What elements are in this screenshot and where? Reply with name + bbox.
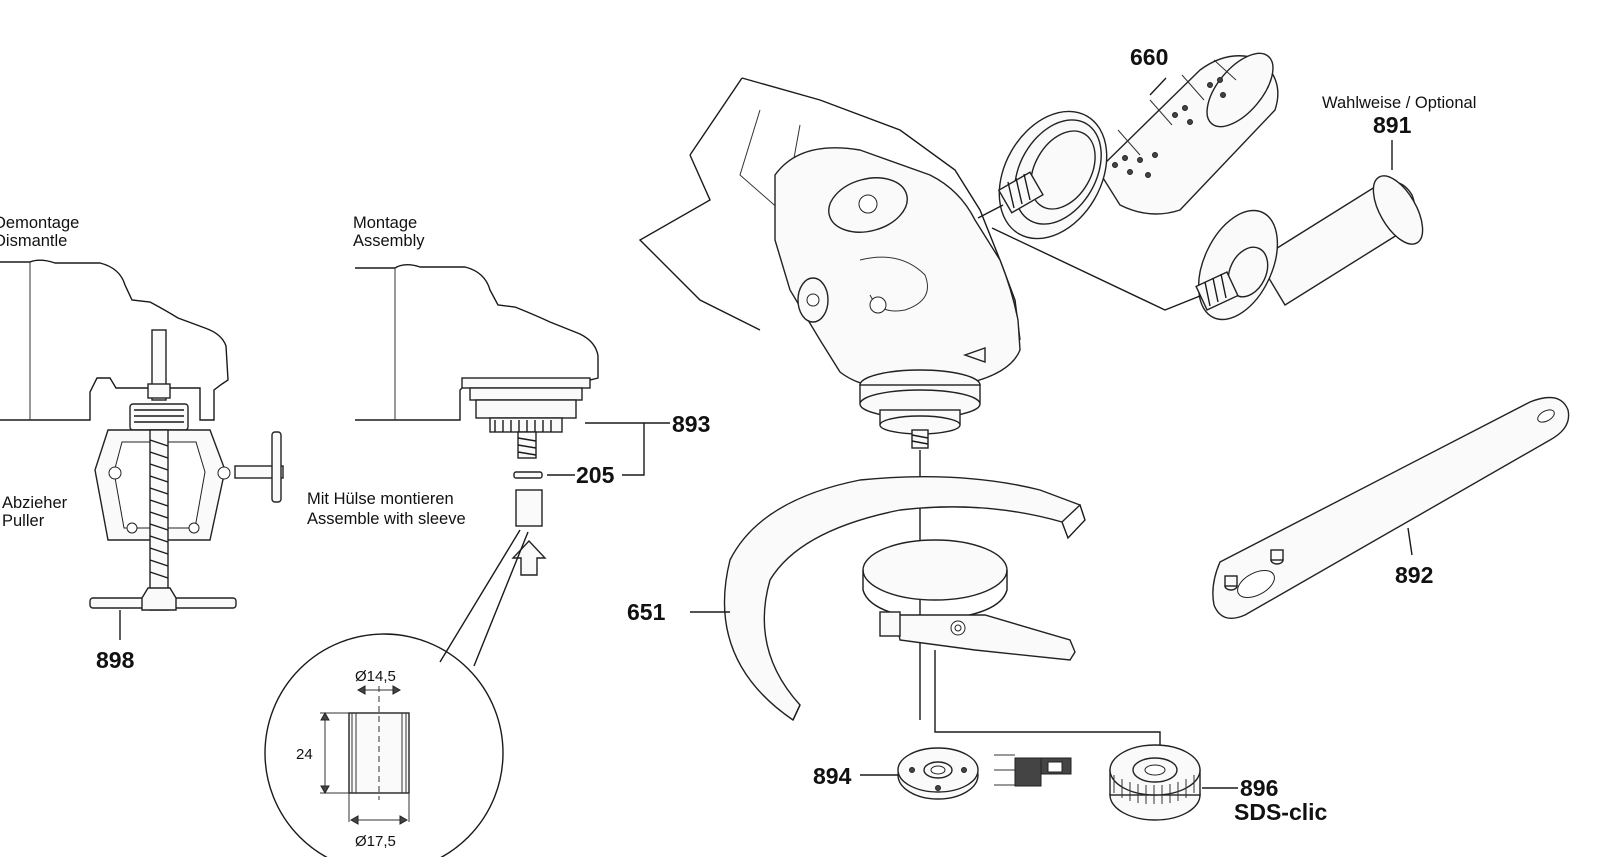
length-label: 24 <box>296 746 313 763</box>
dismantle-label-de: Demontage <box>0 214 79 232</box>
part-number-894: 894 <box>813 763 852 789</box>
part-number-205: 205 <box>576 462 615 488</box>
puller-label-en: Puller <box>2 512 45 530</box>
spanner-892 <box>1212 396 1570 619</box>
guard-651 <box>690 475 1086 722</box>
sds-clic-label: SDS-clic <box>1234 799 1328 825</box>
assembly-label-de: Montage <box>353 214 417 232</box>
assembly-illustration <box>355 264 670 667</box>
sleeve-detail-circle <box>264 633 504 857</box>
part-number-660: 660 <box>1130 44 1168 70</box>
puller-label-de: Abzieher <box>2 494 68 512</box>
part-number-893: 893 <box>672 411 710 437</box>
handle-mount-leader <box>977 204 1201 311</box>
outer-diameter-label: Ø17,5 <box>355 833 396 850</box>
part-number-892: 892 <box>1395 562 1433 588</box>
auxiliary-handle-660 <box>997 52 1279 240</box>
part-number-896: 896 <box>1240 775 1278 801</box>
inner-diameter-label: Ø14,5 <box>355 668 396 685</box>
part-number-651: 651 <box>627 599 666 625</box>
sleeve-label-en: Assemble with sleeve <box>307 510 466 528</box>
assembly-label-en: Assembly <box>353 232 425 250</box>
flange-profile-icon <box>994 754 1072 787</box>
optional-label: Wahlweise / Optional <box>1322 94 1476 112</box>
dismantle-illustration <box>0 259 284 640</box>
sleeve-label-de: Mit Hülse montieren <box>307 490 454 508</box>
auxiliary-handle-891 <box>1195 140 1424 321</box>
part-number-898: 898 <box>96 647 135 673</box>
flange-894 <box>860 650 1161 800</box>
clamping-nut-896 <box>1109 744 1238 821</box>
part-number-891: 891 <box>1373 112 1412 138</box>
grinder-head-illustration <box>638 77 1021 720</box>
dismantle-label-en: Dismantle <box>0 232 67 250</box>
